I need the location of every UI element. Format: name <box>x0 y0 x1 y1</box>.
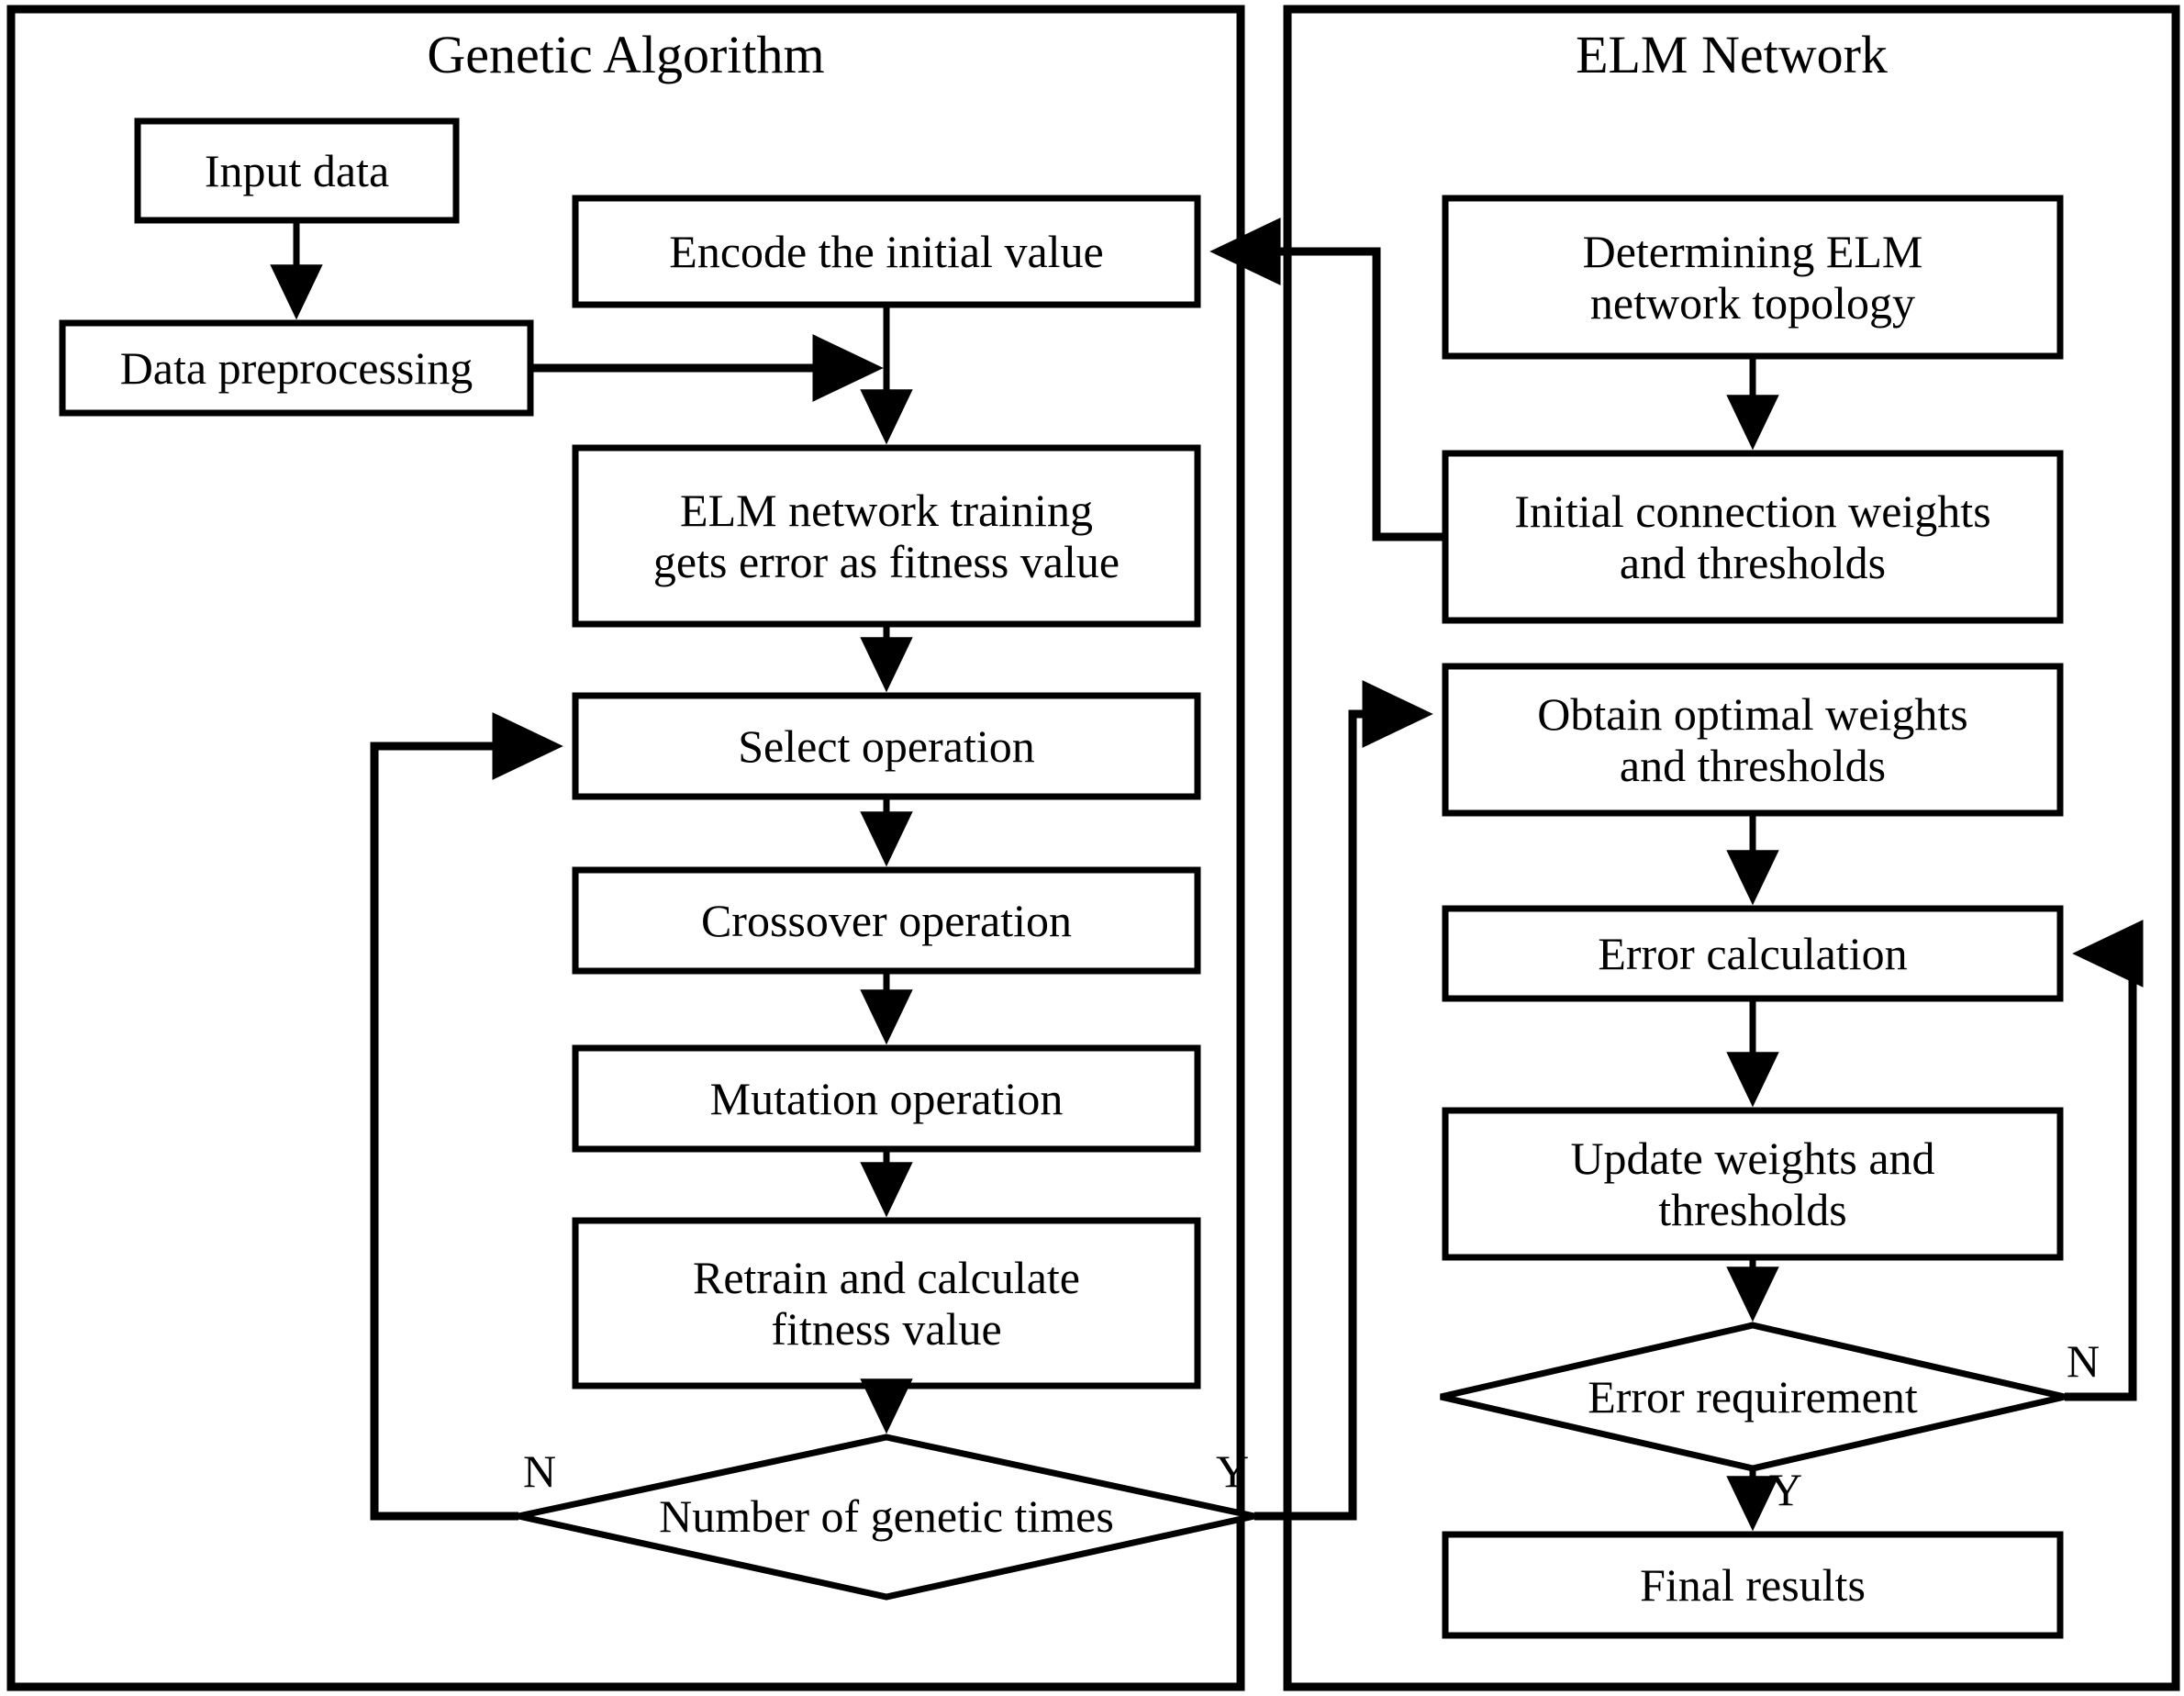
edge-label-genetic-times-yes: Y <box>1216 1445 1250 1497</box>
edge-genetic-times-no-loop-to-select <box>370 712 563 1521</box>
node-update-weights[interactable] <box>1442 1107 2064 1261</box>
edge-label-genetic-times-no: N <box>523 1445 557 1497</box>
node-optimal-weights[interactable] <box>1442 663 2064 817</box>
panel-title-elm-network: ELM Network <box>1576 25 1888 84</box>
node-initial-weights[interactable] <box>1442 450 2064 624</box>
edge-initial-weights-to-encode <box>1209 218 1445 541</box>
node-elm-training[interactable] <box>572 444 1201 628</box>
edge-label-error-requirement-no: N <box>2067 1335 2100 1387</box>
node-retrain-fitness[interactable] <box>572 1217 1201 1389</box>
edge-genetic-times-yes-to-optimal-weights <box>1254 680 1433 1521</box>
edge-error-requirement-no-loop-to-error-calculation <box>2065 920 2144 1401</box>
node-select-operation[interactable] <box>572 692 1201 800</box>
node-encode-initial-value[interactable] <box>572 195 1201 308</box>
node-genetic-times-decision[interactable] <box>518 1434 1255 1601</box>
node-final-results[interactable] <box>1442 1531 2064 1639</box>
node-mutation-operation[interactable] <box>572 1044 1201 1153</box>
node-determining-topology[interactable] <box>1442 195 2064 360</box>
node-error-calculation[interactable] <box>1442 905 2064 1002</box>
node-input-data[interactable] <box>134 117 460 224</box>
node-data-preprocessing[interactable] <box>59 319 534 417</box>
node-crossover-operation[interactable] <box>572 866 1201 975</box>
edge-label-error-requirement-yes: Y <box>1769 1464 1803 1515</box>
panel-title-genetic-algorithm: Genetic Algorithm <box>427 25 825 84</box>
